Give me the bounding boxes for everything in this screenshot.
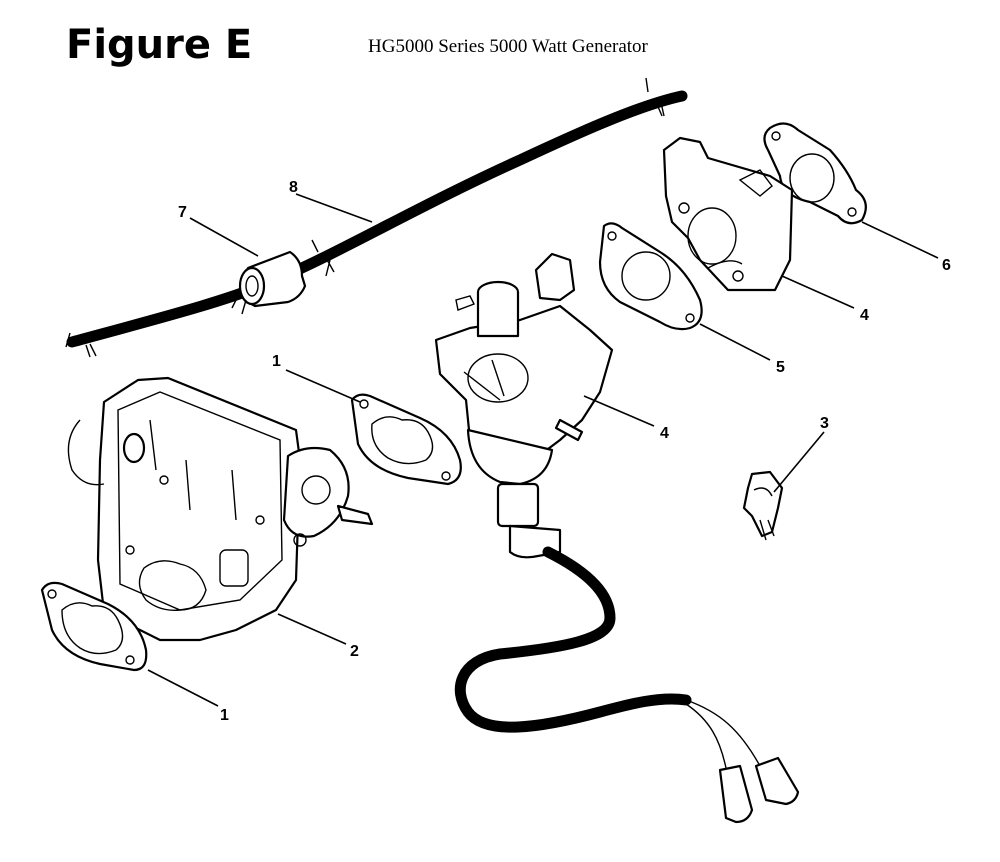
carburetor-part-4-lower: [434, 252, 614, 559]
gasket-part-5: [598, 222, 703, 331]
callout-4-upper: 4: [860, 307, 869, 324]
leader-line-6: [861, 221, 939, 259]
callout-2: 2: [350, 643, 359, 660]
callout-3: 3: [820, 415, 829, 432]
leader-line-4-lower: [583, 395, 655, 427]
fuel-hose-part-8: [65, 77, 688, 358]
insulator-part-4-upper: [662, 136, 794, 292]
gasket-part-6: [763, 122, 867, 225]
callout-1-upper: 1: [272, 353, 281, 370]
gasket-part-1-lower: [40, 581, 148, 672]
callout-7: 7: [178, 204, 187, 221]
clip-part-3: [742, 470, 784, 541]
leader-line-8: [295, 193, 373, 223]
leader-line-5: [699, 323, 771, 361]
callout-6: 6: [942, 257, 951, 274]
fuel-filter-part-7: [231, 250, 307, 315]
leader-lines: [147, 193, 939, 707]
callout-5: 5: [776, 359, 785, 376]
leader-line-1-upper: [285, 369, 361, 403]
gasket-part-1-upper: [350, 393, 462, 486]
callout-1-lower: 1: [220, 707, 229, 724]
leader-line-2: [277, 613, 347, 645]
figure-label: Figure E: [66, 22, 253, 68]
leader-line-1-lower: [147, 669, 219, 707]
callout-4-lower: 4: [660, 425, 669, 442]
callout-numbers: 8 7 6 4 5 4 3 1 2 1: [178, 179, 951, 724]
page-title: HG5000 Series 5000 Watt Generator: [368, 36, 648, 57]
air-cleaner-base-part-2: [67, 376, 374, 642]
leader-line-7: [189, 217, 259, 257]
callout-8: 8: [289, 179, 298, 196]
leader-line-4-upper: [781, 275, 855, 309]
leader-line-3: [773, 431, 825, 493]
solenoid-wire: [454, 546, 800, 824]
